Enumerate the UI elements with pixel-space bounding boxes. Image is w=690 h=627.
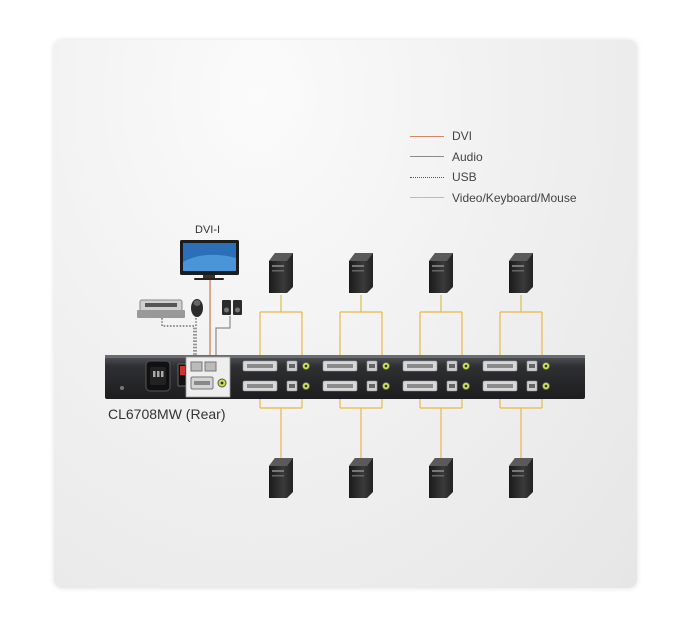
legend-item-usb: USB bbox=[410, 167, 577, 188]
speakers-icon bbox=[222, 300, 242, 315]
computer-tower-icon bbox=[509, 458, 533, 498]
legend-item-dvi: DVI bbox=[410, 126, 577, 147]
legend-label: Video/Keyboard/Mouse bbox=[452, 190, 577, 205]
monitor-icon bbox=[180, 240, 239, 280]
computer-tower-icon bbox=[269, 253, 293, 293]
computer-tower-icon bbox=[429, 458, 453, 498]
vkm-cables-top bbox=[259, 295, 543, 361]
legend-label: Audio bbox=[452, 149, 483, 164]
printer-icon bbox=[137, 299, 185, 318]
legend-swatch-dvi bbox=[410, 135, 444, 137]
computer-tower-icon bbox=[349, 253, 373, 293]
legend-label: DVI bbox=[452, 129, 473, 144]
computer-tower-icon bbox=[509, 253, 533, 293]
legend-item-vkm: Video/Keyboard/Mouse bbox=[410, 188, 577, 209]
legend-swatch-audio bbox=[410, 156, 444, 158]
legend-swatch-vkm bbox=[410, 197, 444, 199]
legend: DVI Audio USB Video/Keyboard/Mouse bbox=[410, 126, 577, 208]
computer-tower-icon bbox=[269, 458, 293, 498]
legend-swatch-usb bbox=[410, 176, 444, 178]
kvm-rear-panel bbox=[105, 355, 585, 399]
computer-tower-icon bbox=[349, 458, 373, 498]
device-label: CL6708MW (Rear) bbox=[108, 406, 226, 422]
mouse-icon bbox=[191, 299, 203, 317]
monitor-label: DVI-I bbox=[195, 224, 221, 236]
vkm-cables-bottom bbox=[259, 392, 543, 458]
legend-item-audio: Audio bbox=[410, 147, 577, 168]
computer-tower-icon bbox=[429, 253, 453, 293]
legend-label: USB bbox=[452, 170, 477, 185]
audio-cable bbox=[215, 316, 231, 368]
